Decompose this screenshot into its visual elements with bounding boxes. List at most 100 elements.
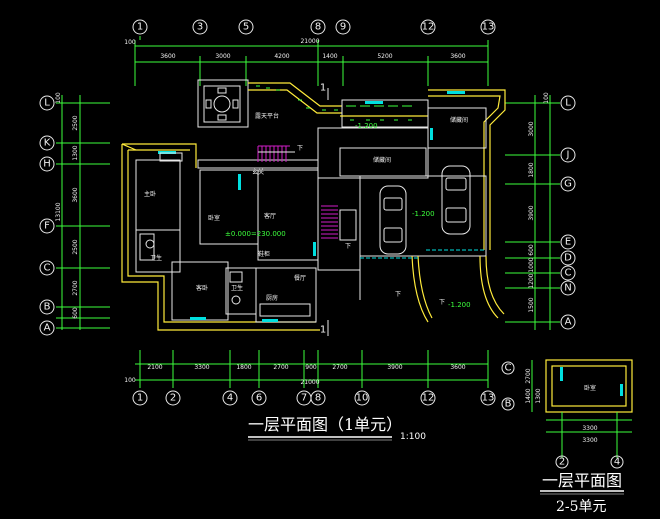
- down-label-2: 下: [395, 291, 401, 298]
- main-title: 一层平面图（1单元）: [248, 415, 402, 434]
- left-axis-A: A: [44, 323, 51, 334]
- top-edge-dim: 100: [124, 39, 136, 46]
- bathroom-fixtures: [139, 152, 311, 317]
- right-dim-6: 1200: [528, 273, 535, 288]
- room-bath-1: 卫生: [150, 254, 162, 262]
- inset-plan: [501, 359, 633, 469]
- left-dim-2: 1300: [72, 145, 79, 160]
- top-axis-bubbles: [132, 19, 496, 40]
- inset-dim-1: 3300: [582, 425, 597, 432]
- room-master-bedroom: 主卧: [144, 190, 156, 198]
- left-dim-6: 600: [72, 307, 79, 319]
- left-axis-H: H: [43, 159, 51, 170]
- left-axis-L: L: [44, 98, 50, 109]
- plan-walls: [121, 79, 506, 331]
- right-dim-1: 3000: [528, 121, 535, 136]
- room-storage: 储藏间: [450, 116, 468, 124]
- left-total-dim: 13100: [55, 202, 62, 221]
- left-dim-1: 2500: [72, 115, 79, 130]
- bottom-axis-13: 13: [482, 393, 495, 404]
- room-guest: 客卧: [196, 284, 208, 292]
- dining-table-icon: [203, 85, 241, 123]
- inset-left-dim-1: 2700: [525, 368, 532, 383]
- right-axis-D: D: [564, 253, 572, 264]
- inset-left-dim-2: 1400: [525, 388, 532, 403]
- top-dim-1: 3600: [160, 53, 175, 60]
- right-dim-2: 1800: [528, 162, 535, 177]
- left-axis-K: K: [44, 138, 51, 149]
- left-edge-dim: 100: [55, 92, 62, 104]
- bottom-dim-6: 2700: [332, 364, 347, 371]
- inset-room-label: 卧室: [584, 384, 596, 392]
- right-edge-dim: 100: [543, 92, 550, 104]
- bottom-axis-4: 4: [227, 393, 233, 404]
- bottom-axis-6: 6: [256, 393, 262, 404]
- room-foyer: 玄关: [252, 168, 264, 176]
- bottom-dim-8: 3600: [450, 364, 465, 371]
- room-garage-store: 储藏间: [373, 156, 391, 164]
- level-garage-low: -1.200: [448, 301, 471, 309]
- bottom-dim-4: 2700: [273, 364, 288, 371]
- main-scale: 1:100: [400, 432, 426, 442]
- bottom-dim-1: 2100: [147, 364, 162, 371]
- bottom-dim-2: 3300: [194, 364, 209, 371]
- left-axis-B: B: [44, 302, 51, 313]
- right-axis-E: E: [565, 237, 571, 248]
- room-bath-2: 卫生: [231, 284, 243, 292]
- bottom-axis-bubbles: [132, 390, 496, 406]
- right-dim-3: 3900: [528, 205, 535, 220]
- inset-axis-C: C: [505, 363, 512, 374]
- top-axis-8: 8: [315, 22, 321, 33]
- inset-title: 一层平面图: [542, 471, 622, 490]
- top-axis-12: 12: [422, 22, 435, 33]
- staircase-upper: [257, 145, 290, 162]
- right-dim-5: 1000: [528, 257, 535, 272]
- top-axis-13: 13: [482, 22, 495, 33]
- bottom-total-dim: 21000: [300, 379, 319, 386]
- left-dim-3: 3600: [72, 187, 79, 202]
- inset-axis-2: 2: [559, 457, 565, 468]
- right-dimension-lines: [505, 95, 560, 330]
- left-axis-bubbles: [39, 95, 55, 336]
- left-axis-C: C: [44, 263, 51, 274]
- stair-railings: [258, 151, 357, 241]
- top-dim-2: 3000: [215, 53, 230, 60]
- top-axis-1: 1: [137, 22, 143, 33]
- car-icon-left: [379, 185, 407, 255]
- top-total-dim: 21000: [300, 38, 319, 45]
- room-living: 客厅: [264, 212, 276, 220]
- room-kitchen: 厨房: [266, 294, 278, 302]
- right-dim-4: 600: [528, 244, 535, 256]
- bottom-dim-5: 900: [305, 364, 317, 371]
- left-axis-F: F: [44, 221, 50, 232]
- down-label-1: 下: [345, 243, 351, 250]
- left-dimension-lines: [56, 95, 110, 330]
- right-axis-A: A: [565, 317, 572, 328]
- room-dining: 餐厅: [294, 274, 306, 282]
- top-dim-5: 5200: [377, 53, 392, 60]
- car-icon-right: [441, 165, 471, 235]
- inset-axis-4: 4: [614, 457, 620, 468]
- bottom-axis-2: 2: [170, 393, 176, 404]
- staircase-lower: [321, 205, 338, 239]
- room-shoe: 鞋柜: [258, 250, 270, 258]
- right-dim-7: 1500: [528, 297, 535, 312]
- top-axis-9: 9: [340, 22, 346, 33]
- bottom-dimension-lines: [135, 350, 489, 388]
- bottom-dim-3: 1800: [236, 364, 251, 371]
- bottom-axis-7: 7: [301, 393, 307, 404]
- level-main: ±0.000=230.000: [225, 230, 286, 238]
- down-label-4: 下: [297, 145, 303, 152]
- inset-subtitle: 2-5单元: [556, 499, 607, 515]
- inset-axis-B: B: [505, 399, 512, 410]
- down-label-3: 下: [439, 299, 445, 306]
- right-axis-bubbles: [560, 95, 576, 330]
- left-dim-4: 2500: [72, 239, 79, 254]
- bottom-axis-10: 10: [356, 393, 369, 404]
- left-dim-5: 2700: [72, 280, 79, 295]
- terrace-planters: [256, 85, 412, 121]
- bottom-axis-12: 12: [422, 393, 435, 404]
- room-outdoor-terrace: 露天平台: [255, 112, 279, 120]
- right-axis-N: N: [564, 283, 571, 294]
